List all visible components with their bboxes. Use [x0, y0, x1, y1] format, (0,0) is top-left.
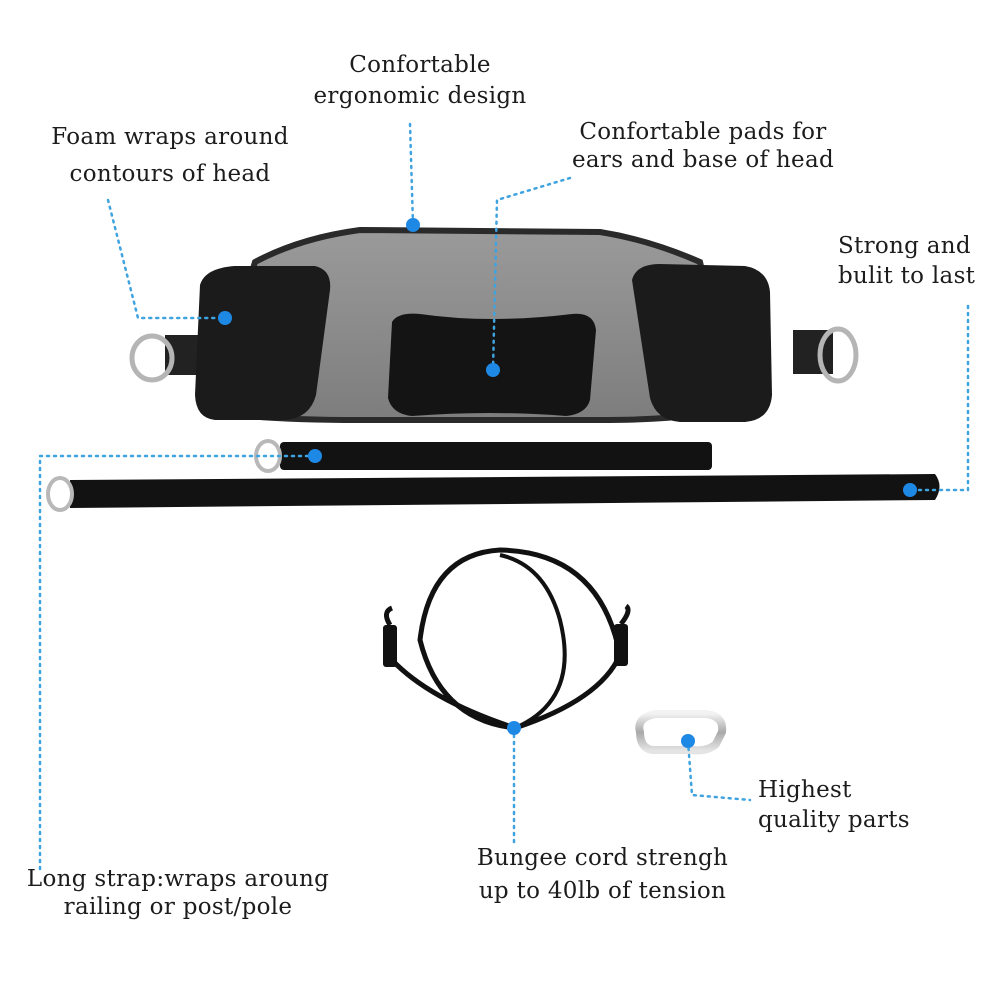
marker-dot — [218, 311, 232, 325]
callout-pads: Confortable pads for ears and base of he… — [563, 118, 843, 174]
leader-line-pads — [491, 176, 572, 372]
callout-line: Long strap:wraps aroung — [26, 866, 330, 892]
long-strap-icon — [46, 474, 940, 512]
leader-line-parts — [686, 739, 752, 802]
callout-line: up to 40lb of tension — [478, 878, 727, 904]
callout-long-strap: Long strap:wraps aroung railing or post/… — [18, 865, 338, 921]
leader-line-strong — [908, 304, 970, 492]
callout-line: Confortable pads for — [579, 119, 827, 145]
marker-dot — [507, 721, 521, 735]
callout-line: ears and base of head — [572, 147, 834, 173]
carabiner-icon — [635, 710, 727, 755]
leader-line-short-strap — [38, 454, 317, 872]
callout-ergonomic: Confortable ergonomic design — [300, 50, 540, 112]
marker-dot — [903, 483, 917, 497]
callout-line: Confortable — [349, 52, 491, 78]
callout-bungee: Bungee cord strengh up to 40lb of tensio… — [460, 842, 745, 908]
callout-line: quality parts — [758, 807, 910, 833]
callout-line: Foam wraps around — [51, 124, 289, 150]
leader-line-foam — [106, 198, 227, 320]
short-strap-icon — [254, 439, 712, 473]
callout-line: Strong and — [838, 233, 971, 259]
callout-strong: Strong and bulit to last — [838, 231, 975, 291]
callout-line: bulit to last — [838, 263, 976, 289]
marker-dot — [486, 363, 500, 377]
bungee-cord-icon — [383, 547, 631, 731]
callout-parts: Highest quality parts — [758, 775, 910, 835]
neck-hammock-headrest-icon — [129, 226, 859, 423]
callout-line: contours of head — [69, 161, 271, 187]
callout-line: Bungee cord strengh — [476, 845, 729, 871]
leader-line-ergonomic — [408, 122, 415, 227]
marker-dot — [406, 218, 420, 232]
callout-line: railing or post/pole — [63, 894, 293, 920]
callout-line: ergonomic design — [313, 83, 527, 109]
marker-dot — [308, 449, 322, 463]
callout-foam: Foam wraps around contours of head — [40, 119, 300, 193]
marker-dot — [681, 734, 695, 748]
callout-line: Highest — [758, 777, 852, 803]
